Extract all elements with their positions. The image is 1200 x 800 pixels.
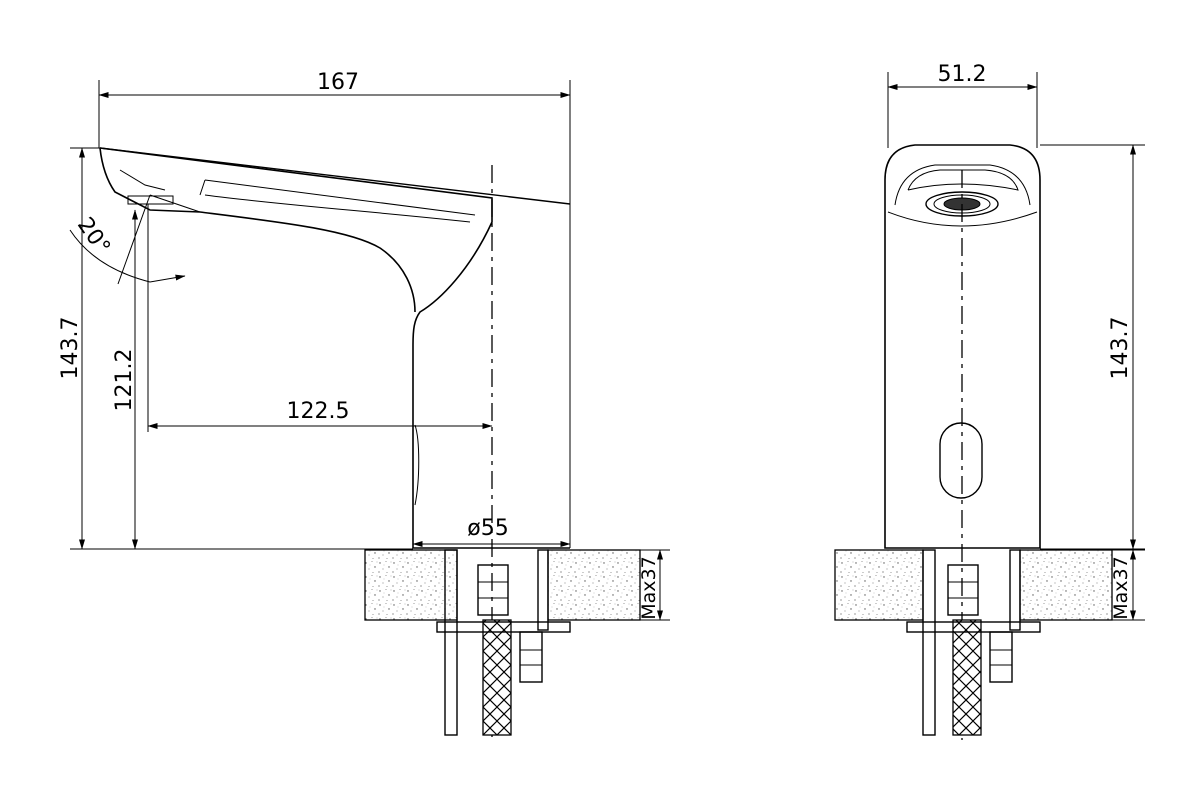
- braided-hose: [952, 619, 982, 736]
- mounting-rod-right: [537, 549, 549, 631]
- aerator-outlet: [127, 195, 174, 205]
- mounting-plate: [906, 621, 1041, 633]
- braided-hose: [482, 619, 512, 736]
- faucet-side-curve: [99, 147, 416, 313]
- hose-nut: [477, 564, 509, 616]
- hose-nut: [947, 564, 979, 616]
- dim-max-deck-side: Max37: [638, 556, 660, 619]
- mounting-nut: [989, 631, 1013, 683]
- countertop-left: [834, 549, 924, 621]
- angle-arc: [69, 229, 186, 283]
- dim-projection: 122.5: [287, 399, 350, 424]
- dim-overall-height-front: 143.7: [1108, 317, 1133, 380]
- dim-outlet-height: 121.2: [112, 349, 137, 412]
- faucet-spout-top-edge: [99, 147, 571, 205]
- dim-front-width: 51.2: [938, 62, 987, 87]
- mounting-rod-left: [444, 549, 458, 736]
- front-view: 51.2 143.7 Max37: [834, 62, 1145, 740]
- dim-max-deck-front: Max37: [1110, 556, 1132, 619]
- angle-line: [117, 194, 151, 285]
- mounting-rod-left: [922, 549, 936, 736]
- mounting-nut: [519, 631, 543, 683]
- side-view: 167 143.7 121.2 122.5 20° ø55 Max37: [58, 70, 670, 740]
- faucet-side-body: [99, 147, 570, 549]
- mounting-rod-right: [1009, 549, 1021, 631]
- countertop-right: [547, 549, 641, 621]
- faucet-spout-inner-line: [119, 169, 476, 216]
- dim-overall-height-side: 143.7: [58, 317, 83, 380]
- mounting-plate: [436, 621, 571, 633]
- dim-base-diameter: ø55: [467, 516, 508, 541]
- faucet-body-bottom-shadow: [414, 424, 420, 506]
- countertop-left: [364, 549, 458, 621]
- faucet-spout-underside: [149, 194, 471, 223]
- faucet-front-recess: [907, 169, 1019, 191]
- countertop-right: [1019, 549, 1113, 621]
- dim-angle: 20°: [72, 213, 115, 259]
- faucet-front-head: [887, 164, 1038, 227]
- sensor-window: [939, 422, 983, 499]
- dim-overall-length: 167: [317, 70, 359, 95]
